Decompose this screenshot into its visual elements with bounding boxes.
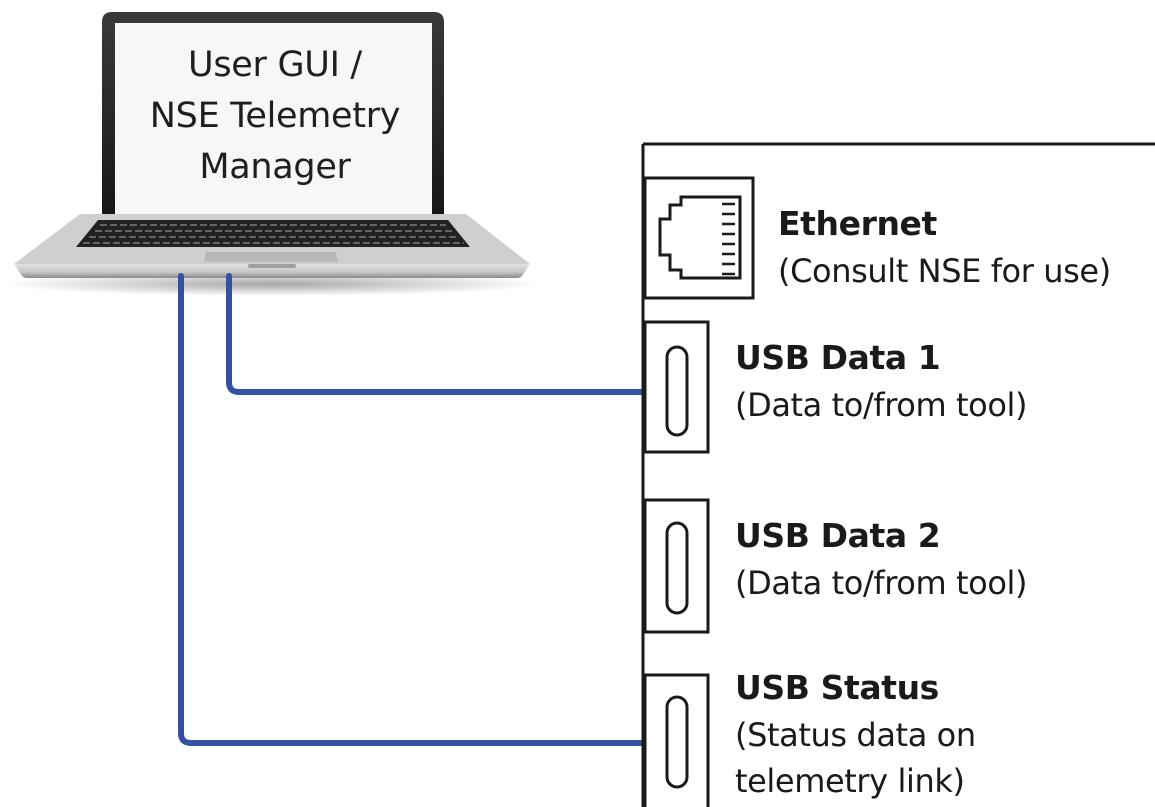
ethernet-port-label: Ethernet (Consult NSE for use) <box>778 200 1111 294</box>
usb-data-2-port-icon <box>643 498 710 634</box>
usb-status-port-icon <box>643 673 710 807</box>
usb-data-1-port-label: USB Data 1 (Data to/from tool) <box>735 334 1027 428</box>
port-name: Ethernet <box>778 204 937 243</box>
port-description: (Consult NSE for use) <box>778 252 1111 290</box>
laptop-screen-text: User GUI / NSE Telemetry Manager <box>120 40 430 193</box>
laptop-trackpad <box>204 252 338 262</box>
usb-status-port-label: USB Status (Status data on telemetry lin… <box>735 664 976 804</box>
cable-usb-data-1 <box>226 273 646 395</box>
usb-data-2-port-label: USB Data 2 (Data to/from tool) <box>735 512 1027 606</box>
laptop-front-edge <box>14 264 530 278</box>
screen-line: Manager <box>199 147 351 187</box>
screen-line: NSE Telemetry <box>149 96 401 136</box>
laptop-icon <box>2 12 542 296</box>
ethernet-port-icon <box>643 176 755 300</box>
port-description: (Data to/from tool) <box>735 564 1028 602</box>
port-description: (Status data on <box>735 716 976 754</box>
screen-line: User GUI / <box>188 45 362 85</box>
port-name: USB Data 1 <box>735 338 941 377</box>
device-panel <box>641 142 1155 807</box>
laptop-keyboard <box>76 220 470 247</box>
port-name: USB Status <box>735 668 939 707</box>
cable-usb-status <box>178 273 646 746</box>
port-description: (Data to/from tool) <box>735 386 1028 424</box>
laptop-screen <box>115 23 432 215</box>
port-description: telemetry link) <box>735 762 965 800</box>
port-name: USB Data 2 <box>735 516 941 555</box>
usb-data-1-port-icon <box>643 320 710 454</box>
